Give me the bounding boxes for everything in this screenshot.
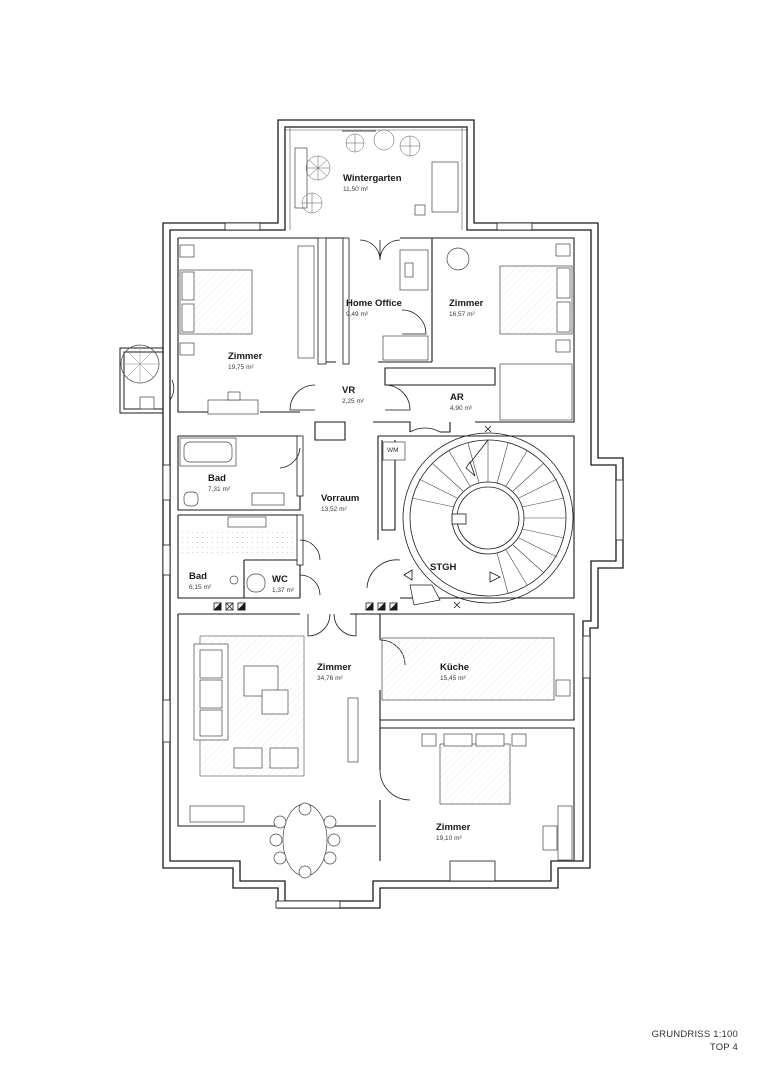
svg-text:19,10 m²: 19,10 m² bbox=[436, 835, 462, 842]
windows bbox=[162, 127, 624, 909]
room-label-bad-7-31: Bad 7,31 m² bbox=[208, 473, 231, 493]
room-label-vorraum: Vorraum 13,52 m² bbox=[321, 493, 359, 513]
plan-unit: TOP 4 bbox=[709, 1042, 738, 1053]
svg-text:2,25 m²: 2,25 m² bbox=[342, 398, 365, 405]
balcony-left bbox=[119, 344, 163, 414]
svg-text:Bad: Bad bbox=[189, 571, 207, 582]
room-label-bad-6-15: Bad 6,15 m² bbox=[189, 571, 212, 591]
svg-text:Bad: Bad bbox=[208, 473, 226, 484]
room-label-zimmer-16-57: Zimmer 16,57 m² bbox=[449, 298, 484, 318]
svg-text:Zimmer: Zimmer bbox=[436, 822, 471, 833]
svg-text:WC: WC bbox=[272, 574, 288, 585]
room-label-wc: WC 1,37 m² bbox=[272, 574, 295, 594]
svg-text:Zimmer: Zimmer bbox=[317, 662, 352, 673]
svg-text:16,57 m²: 16,57 m² bbox=[449, 311, 475, 318]
furniture bbox=[179, 147, 573, 879]
svg-text:Home Office: Home Office bbox=[346, 298, 402, 309]
svg-text:1,37 m²: 1,37 m² bbox=[272, 587, 295, 594]
markers bbox=[213, 425, 492, 611]
plan-scale: GRUNDRISS 1:100 bbox=[651, 1029, 738, 1040]
svg-text:Küche: Küche bbox=[440, 662, 469, 673]
room-label-stgh: STGH bbox=[430, 562, 457, 573]
svg-text:19,75 m²: 19,75 m² bbox=[228, 364, 254, 371]
svg-text:11,50 m²: 11,50 m² bbox=[343, 186, 369, 193]
room-label-zimmer-19-75: Zimmer 19,75 m² bbox=[228, 351, 263, 371]
room-labels: Wintergarten 11,50 m² Home Office 9,49 m… bbox=[189, 173, 484, 842]
svg-text:13,52 m²: 13,52 m² bbox=[321, 506, 347, 513]
plants bbox=[301, 129, 421, 214]
svg-text:AR: AR bbox=[450, 392, 464, 403]
svg-text:Zimmer: Zimmer bbox=[228, 351, 263, 362]
outer-walls bbox=[162, 119, 624, 909]
plan-caption: GRUNDRISS 1:100 TOP 4 bbox=[652, 1028, 738, 1054]
svg-text:4,90 m²: 4,90 m² bbox=[450, 405, 473, 412]
room-label-vr: VR 2,25 m² bbox=[342, 385, 365, 405]
room-label-wintergarten: Wintergarten 11,50 m² bbox=[343, 173, 402, 193]
svg-text:STGH: STGH bbox=[430, 562, 457, 573]
svg-text:34,76 m²: 34,76 m² bbox=[317, 675, 343, 682]
svg-text:15,45 m²: 15,45 m² bbox=[440, 675, 466, 682]
svg-text:Wintergarten: Wintergarten bbox=[343, 173, 402, 184]
room-label-zimmer-34-76: Zimmer 34,76 m² bbox=[317, 662, 352, 682]
svg-text:Vorraum: Vorraum bbox=[321, 493, 359, 504]
room-label-home-office: Home Office 9,49 m² bbox=[346, 298, 402, 318]
svg-text:6,15 m²: 6,15 m² bbox=[189, 584, 212, 591]
room-label-zimmer-19-10: Zimmer 19,10 m² bbox=[436, 822, 471, 842]
svg-text:Zimmer: Zimmer bbox=[449, 298, 484, 309]
svg-text:VR: VR bbox=[342, 385, 355, 396]
room-label-ar: AR 4,90 m² bbox=[450, 392, 473, 412]
svg-text:9,49 m²: 9,49 m² bbox=[346, 311, 369, 318]
room-label-kueche: Küche 15,45 m² bbox=[440, 662, 469, 682]
svg-text:7,31 m²: 7,31 m² bbox=[208, 486, 231, 493]
washing-machine-label: WM bbox=[387, 447, 399, 454]
spiral-staircase bbox=[402, 432, 574, 604]
